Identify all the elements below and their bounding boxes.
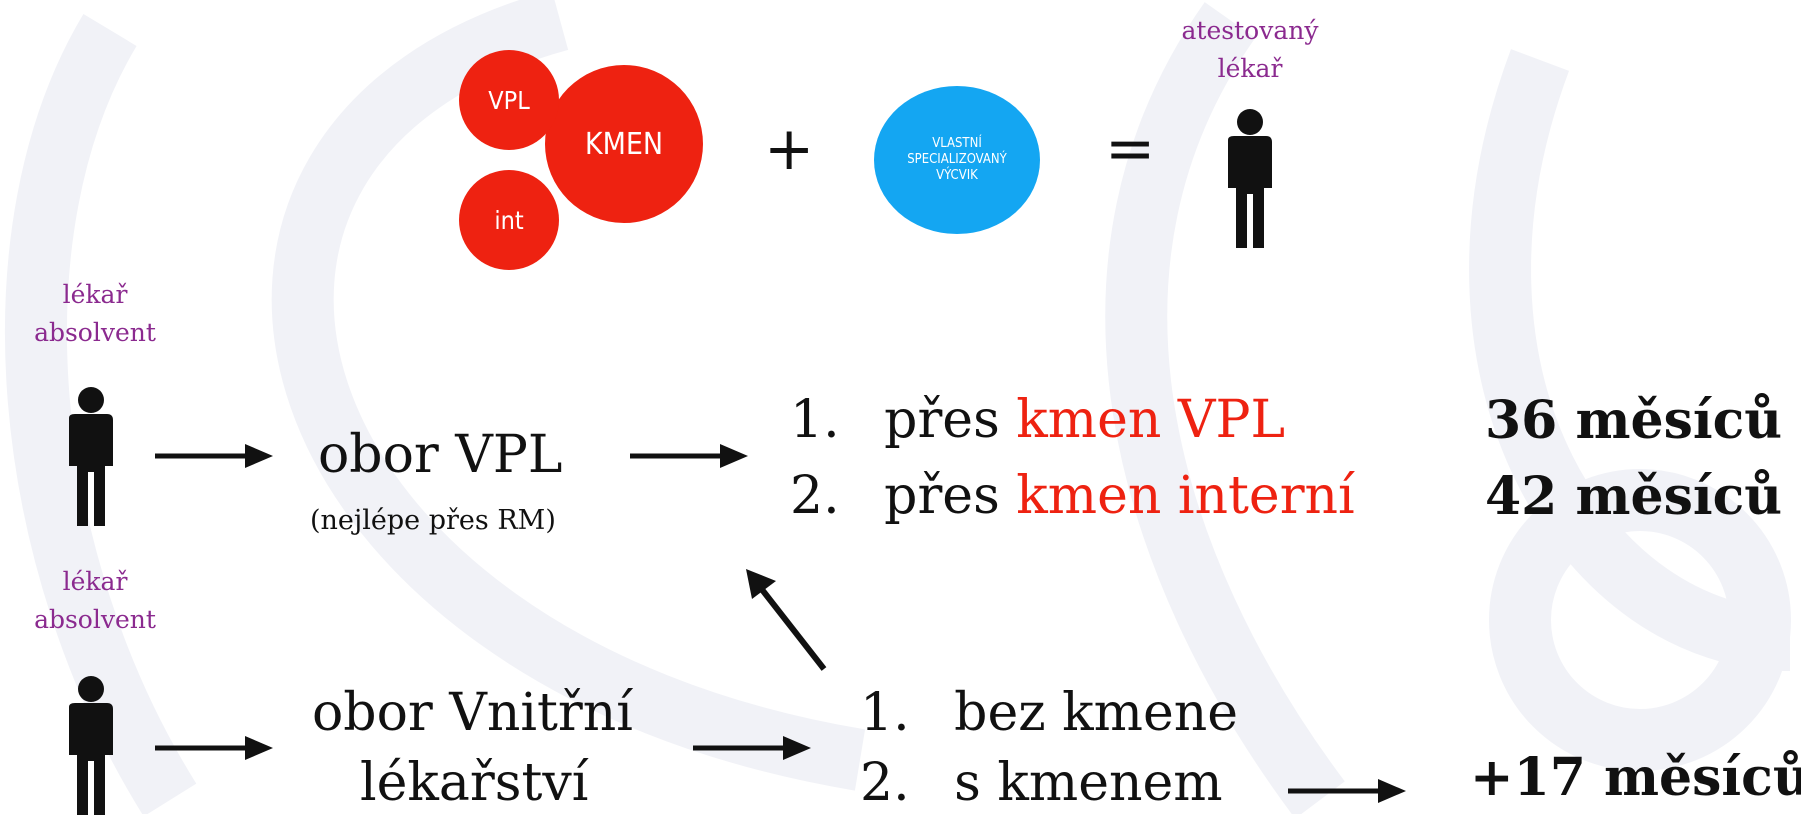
vpl-circle: VPL (459, 50, 559, 150)
row2-field-line1: obor Vnitřní (312, 683, 633, 743)
kmen-circle: KMEN (545, 65, 703, 223)
specialized-training-label: VLASTNÍ SPECIALIZOVANÝ VÝCVIK (907, 136, 1007, 183)
option-text: bez kmene (954, 683, 1238, 743)
row1-field-note: (nejlépe přes RM) (310, 505, 556, 536)
row1-person-label: lékař absolvent (34, 280, 156, 347)
person-icon (69, 676, 113, 815)
path-highlight: kmen VPL (1016, 390, 1285, 450)
int-label: int (494, 205, 524, 235)
duration-36: 36 měsíců (1485, 390, 1783, 451)
arrow-right-icon (1288, 779, 1406, 803)
row2-person-label: lékař absolvent (34, 567, 156, 634)
arrow-right-icon (155, 736, 273, 760)
row2-field-line2: lékařství (360, 753, 589, 813)
person-icon (69, 387, 113, 526)
arrow-right-icon (693, 736, 811, 760)
option-text: s kmenem (954, 753, 1223, 813)
duration-42: 42 měsíců (1485, 466, 1783, 527)
option-number: 1. (860, 683, 910, 743)
path-highlight: kmen interní (1016, 466, 1355, 526)
arrow-up-left-icon (746, 569, 827, 671)
arrow-right-icon (155, 444, 273, 468)
option-number: 2. (860, 753, 910, 813)
equals-sign: = (1105, 114, 1156, 184)
path-prefix: přes (884, 466, 1000, 526)
specialized-training-circle: VLASTNÍ SPECIALIZOVANÝ VÝCVIK (874, 86, 1040, 234)
int-circle: int (459, 170, 559, 270)
plus-sign: + (764, 114, 815, 184)
row1-path-1: 1. přes kmen VPL (790, 390, 1285, 450)
person-icon (1228, 109, 1272, 248)
arrow-right-icon (630, 444, 748, 468)
row2-option-1: 1. bez kmene (860, 683, 1238, 743)
kmen-label: KMEN (584, 126, 664, 162)
row1-field-name: obor VPL (318, 425, 563, 485)
path-prefix: přes (884, 390, 1000, 450)
path-number: 2. (790, 466, 840, 526)
row1-path-2: 2. přes kmen interní (790, 466, 1355, 526)
row2-option-2: 2. s kmenem (860, 753, 1223, 813)
vpl-label: VPL (488, 85, 530, 115)
certified-doctor-label: atestovaný lékař (1181, 16, 1319, 83)
extra-duration: +17 měsíců (1470, 747, 1801, 808)
path-number: 1. (790, 390, 840, 450)
